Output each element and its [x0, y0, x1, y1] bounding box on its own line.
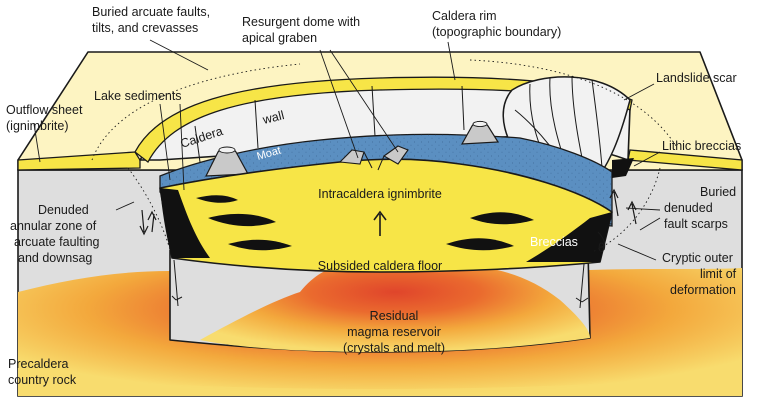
label-buried-faults-2: tilts, and crevasses — [92, 21, 198, 35]
uplift-arrow — [373, 210, 387, 236]
breccia-lens-5 — [196, 195, 238, 203]
label-caldera-rim-1: Caldera rim — [432, 9, 497, 23]
leader-caldera-rim — [447, 41, 456, 81]
label-caldera-rim-2: (topographic boundary) — [432, 25, 561, 39]
fault-scarp-arrows-right — [609, 188, 637, 225]
label-residual-2: magma reservoir — [347, 325, 441, 339]
breccia-lens-4 — [446, 238, 514, 251]
label-resurgent-2: apical graben — [242, 31, 317, 45]
label-breccias: Breccias — [530, 235, 578, 249]
breccia-lens-1 — [208, 213, 276, 227]
label-intracaldera-ignimbrite: Intracaldera ignimbrite — [318, 187, 442, 201]
breccia-lens-3 — [470, 212, 534, 225]
label-cryptic-3: deformation — [670, 283, 736, 297]
label-residual-1: Residual — [370, 309, 419, 323]
label-buried-scarps-2: denuded — [664, 201, 713, 215]
label-denuded-3: arcuate faulting — [14, 235, 100, 249]
label-denuded-4: and downsag — [18, 251, 92, 265]
label-denuded-1: Denuded — [38, 203, 89, 217]
denuded-zone-arrows-left — [139, 209, 157, 236]
leader-lake — [159, 103, 185, 191]
fault-left-lower — [171, 259, 183, 307]
theta-angle — [597, 231, 606, 251]
label-lithic-breccias: Lithic breccias — [662, 139, 741, 153]
label-cryptic-2: limit of — [700, 267, 737, 281]
label-buried-scarps-1: Buried — [700, 185, 736, 199]
label-cryptic-1: Cryptic outer — [662, 251, 733, 265]
label-precaldera-2: country rock — [8, 373, 77, 387]
label-caldera-wall-b: wall — [260, 108, 285, 127]
outflow-sheet-left — [17, 151, 141, 171]
leader-landslide — [623, 83, 655, 101]
label-buried-scarps-3: fault scarps — [664, 217, 728, 231]
magma-reservoir-lower-fade — [100, 380, 650, 396]
breccia-right-wedge — [526, 212, 612, 262]
breccia-left-wedge — [160, 188, 210, 258]
label-outflow-1: Outflow sheet — [6, 103, 83, 117]
wall-fault-traces — [194, 85, 465, 163]
apical-graben-faults — [363, 151, 385, 171]
label-denuded-2: annular zone of — [10, 219, 97, 233]
lithic-breccia-rim — [612, 158, 634, 178]
label-subsided-floor: Subsided caldera floor — [318, 259, 442, 273]
label-outflow-2: (ignimbrite) — [6, 119, 69, 133]
breccia-lens-2 — [228, 239, 292, 251]
leader-lithic — [633, 151, 661, 167]
leader-denuded — [115, 201, 135, 211]
leader-outflow — [33, 123, 41, 163]
label-landslide-scar: Landslide scar — [656, 71, 737, 85]
fault-right-lower — [575, 263, 589, 309]
label-lake-sediments: Lake sediments — [94, 89, 182, 103]
magma-dome-hump — [200, 255, 590, 352]
label-residual-3: (crystals and melt) — [343, 341, 445, 355]
leader-cryptic — [617, 243, 657, 261]
caldera-rim-band — [134, 76, 633, 163]
leader-resurgent — [319, 49, 399, 159]
leader-buried-scarps — [625, 207, 661, 231]
label-precaldera-1: Precaldera — [8, 357, 68, 371]
label-theta: θ — [598, 241, 605, 255]
leader-buried-faults — [149, 39, 209, 71]
cryptic-limit-left — [91, 63, 301, 251]
landslide-scar-lines — [514, 75, 603, 189]
apical-graben-right — [382, 145, 409, 165]
label-buried-faults-1: Buried arcuate faults, — [92, 5, 210, 19]
label-resurgent-1: Resurgent dome with — [242, 15, 360, 29]
